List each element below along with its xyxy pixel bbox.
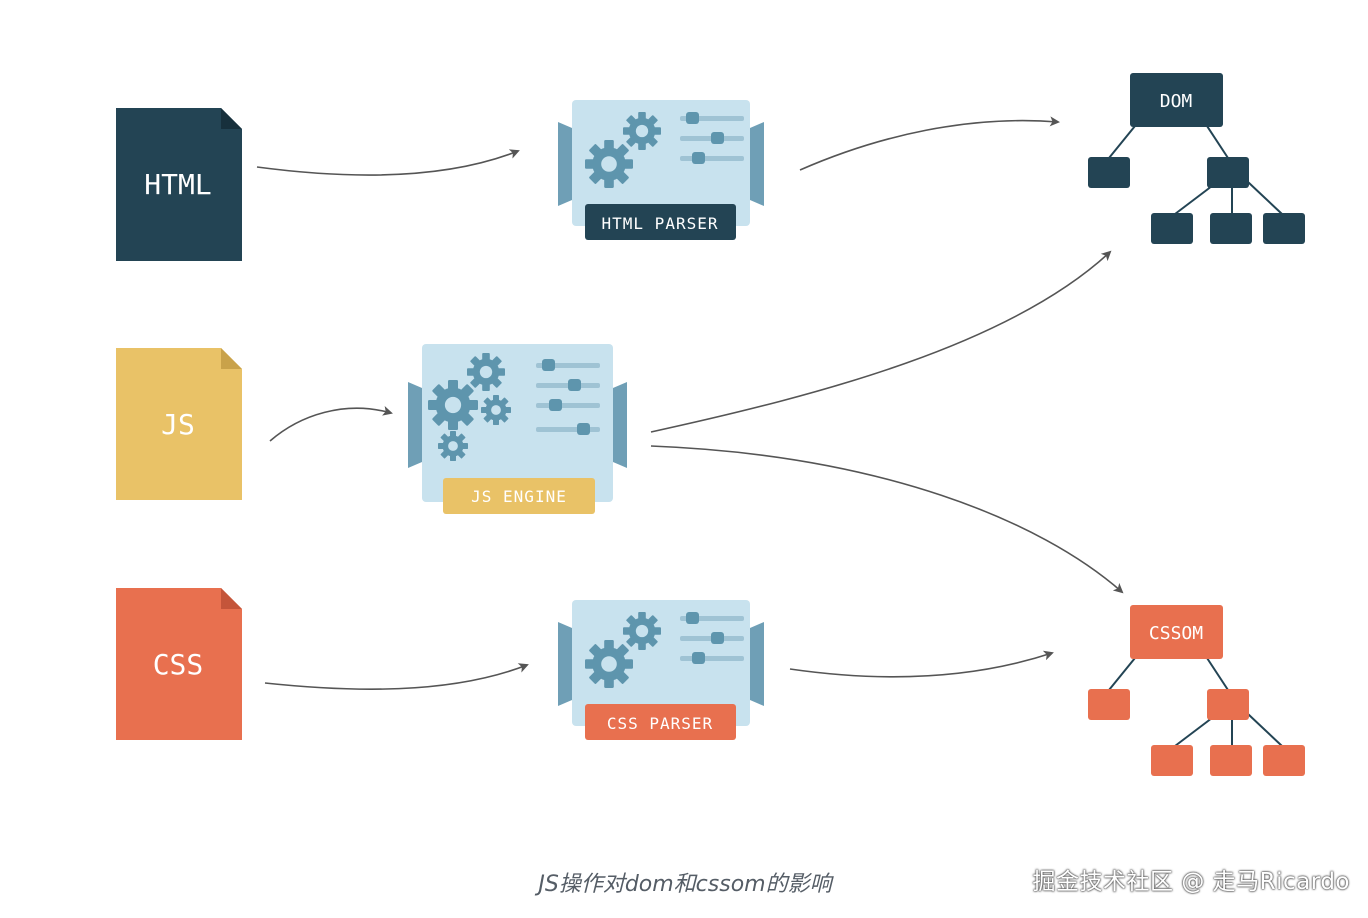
dom-node: [1263, 213, 1305, 244]
arrow-parser-to-dom: [799, 116, 1060, 171]
css-file-label: CSS: [153, 648, 204, 681]
html-parser-machine: HTML PARSER: [558, 100, 764, 240]
slider-icon: [680, 612, 744, 664]
gear-icon: [585, 640, 633, 688]
html-file-icon: HTML: [116, 108, 242, 261]
arrow-js-to-engine: [269, 406, 393, 442]
cssom-node: [1263, 745, 1305, 776]
gear-icon: [428, 380, 478, 430]
gear-icon: [585, 140, 633, 188]
cssom-node: [1088, 689, 1130, 720]
js-file-icon: JS: [116, 348, 242, 500]
arrow-engine-to-dom: [650, 250, 1112, 433]
slider-icon: [536, 359, 600, 435]
js-engine-machine: JS ENGINE: [408, 344, 627, 514]
figure-caption: JS操作对dom和cssom的影响: [538, 872, 832, 897]
dom-tree: DOM: [1088, 73, 1305, 244]
gear-icon: [481, 395, 511, 425]
css-parser-machine: CSS PARSER: [558, 600, 764, 740]
watermark: 掘金技术社区 @ 走马Ricardo: [1032, 869, 1350, 895]
slider-icon: [680, 112, 744, 164]
dom-node: [1207, 157, 1249, 188]
arrow-engine-to-cssom: [650, 445, 1124, 594]
gear-icon: [623, 112, 661, 150]
css-file-icon: CSS: [116, 588, 242, 740]
cssom-node: [1151, 745, 1193, 776]
cssom-root-node: [1130, 605, 1223, 659]
js-engine-label: JS ENGINE: [471, 487, 567, 506]
html-file-label: HTML: [144, 168, 211, 201]
arrow-html-to-parser: [256, 149, 520, 176]
gear-icon: [438, 431, 468, 461]
arrow-parser-to-cssom: [789, 650, 1054, 678]
html-parser-label: HTML PARSER: [602, 214, 719, 233]
js-file-label: JS: [161, 408, 195, 441]
arrow-css-to-parser: [264, 663, 529, 690]
cssom-node: [1207, 689, 1249, 720]
gear-icon: [467, 353, 505, 391]
cssom-node: [1210, 745, 1252, 776]
dom-root-node: [1130, 73, 1223, 127]
cssom-root-label: CSSOM: [1149, 623, 1203, 644]
dom-node: [1151, 213, 1193, 244]
dom-node: [1210, 213, 1252, 244]
css-parser-label: CSS PARSER: [607, 714, 713, 733]
dom-node: [1088, 157, 1130, 188]
cssom-tree: CSSOM: [1088, 605, 1305, 776]
dom-root-label: DOM: [1160, 91, 1193, 112]
gear-icon: [623, 612, 661, 650]
